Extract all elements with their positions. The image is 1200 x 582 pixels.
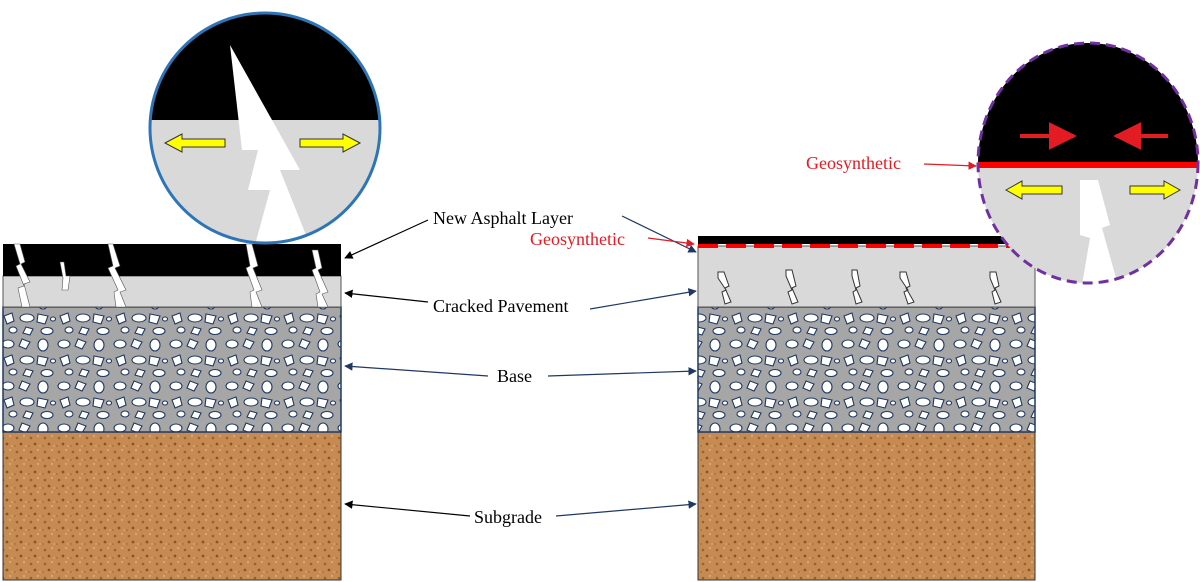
left-new-asphalt-layer	[3, 244, 341, 276]
left-cracked-pavement-layer	[2, 275, 342, 308]
left-pavement-section	[2, 243, 342, 581]
right-cracked-pavement-layer	[697, 245, 1036, 308]
right-subgrade-layer	[697, 431, 1036, 581]
label-geosynthetic-zoom: Geosynthetic	[806, 153, 901, 173]
right-tension-arrow-right	[1129, 180, 1182, 200]
left-zoom-circle	[148, 11, 382, 245]
leader-arrows	[344, 161, 977, 517]
label-geosynthetic-section: Geosynthetic	[530, 229, 625, 249]
label-new-asphalt-layer: New Asphalt Layer	[433, 208, 573, 228]
label-cracked-pavement: Cracked Pavement	[433, 296, 569, 316]
left-subgrade-layer	[2, 431, 342, 581]
label-base: Base	[497, 366, 532, 386]
label-subgrade: Subgrade	[474, 507, 542, 527]
right-new-asphalt-layer	[698, 236, 1035, 244]
right-tension-arrow-left	[1004, 180, 1063, 200]
right-base-layer	[697, 306, 1036, 433]
left-base-layer	[2, 306, 342, 433]
right-pavement-section	[697, 236, 1036, 581]
left-tension-arrow-right	[299, 133, 362, 153]
left-tension-arrow-left	[163, 133, 226, 153]
left-reflective-cracks	[13, 243, 329, 308]
right-reflective-cracks	[717, 269, 1002, 305]
